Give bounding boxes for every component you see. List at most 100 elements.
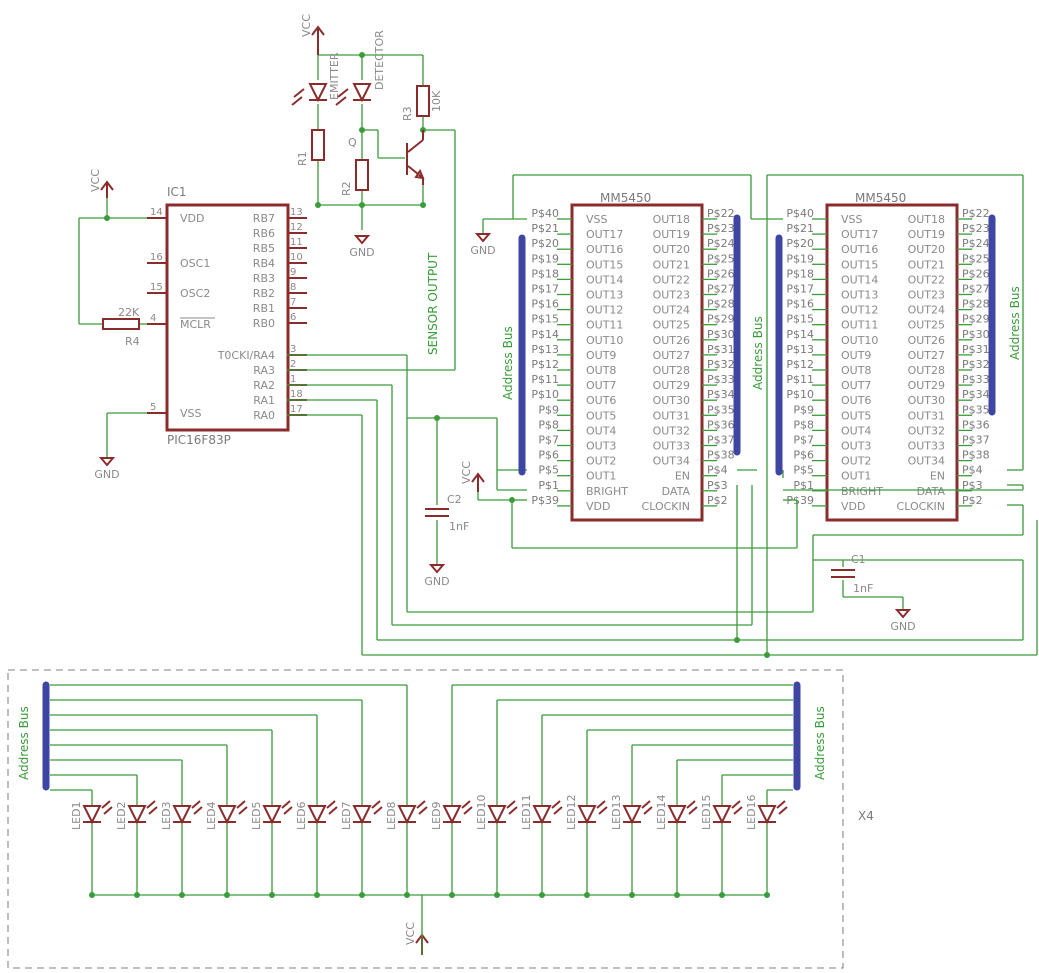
gnd-label: GND bbox=[424, 575, 449, 588]
mm5450-pad-label: P$6 bbox=[538, 449, 559, 462]
bus-label-d: Address Bus bbox=[17, 706, 31, 780]
led-icon bbox=[667, 800, 698, 825]
pic-chip: IC1 PIC16F83P VDD14OSC116OSC215MCLR4VSS5… bbox=[147, 185, 307, 447]
pic-pin-num: 16 bbox=[150, 252, 163, 263]
mm5450-pad-label: P$14 bbox=[531, 328, 559, 341]
mm5450-pad-label: P$39 bbox=[786, 494, 814, 507]
mm5450-pad-label: P$13 bbox=[531, 343, 559, 356]
led-icon bbox=[262, 800, 293, 825]
led-icon bbox=[577, 800, 608, 825]
mm5450-pin-name: OUT26 bbox=[908, 334, 945, 347]
mm5450-pin-name: OUT8 bbox=[841, 364, 871, 377]
mm5450-pin-name: OUT32 bbox=[653, 424, 690, 437]
mm5450-pin-name: OUT26 bbox=[653, 334, 690, 347]
mm5450-pad-label: P$24 bbox=[962, 237, 990, 250]
mm5450-pad-label: P$4 bbox=[962, 464, 983, 477]
pic-pin-name: RB7 bbox=[253, 212, 275, 225]
pic-pin-num: 13 bbox=[290, 207, 303, 218]
mm5450-pad-label: P$29 bbox=[707, 313, 735, 326]
mm5450-pad-label: P$11 bbox=[531, 373, 559, 386]
mm5450-pad-label: P$23 bbox=[962, 222, 990, 235]
mm5450-pin-name: OUT10 bbox=[841, 334, 878, 347]
pic-pin-num: 8 bbox=[290, 282, 296, 293]
mm5450-name: MM5450 bbox=[855, 191, 906, 205]
mm5450-pin-name: OUT19 bbox=[653, 228, 690, 241]
led-icon bbox=[127, 800, 158, 825]
signal-wiring bbox=[287, 354, 1038, 656]
detector-icon bbox=[335, 83, 372, 106]
mm5450-pad-label: P$10 bbox=[531, 388, 559, 401]
mm5450-pad-label: P$5 bbox=[538, 464, 559, 477]
mm5450-pad-label: P$21 bbox=[786, 222, 814, 235]
mm5450-pin-name: OUT24 bbox=[653, 304, 690, 317]
led-icon bbox=[172, 800, 203, 825]
mm5450-pad-label: P$7 bbox=[538, 434, 559, 447]
pic-pin-num: 1 bbox=[290, 374, 296, 385]
mm5450-pin-name: OUT13 bbox=[841, 289, 878, 302]
mm5450-pin-name: OUT25 bbox=[653, 319, 690, 332]
pic-pin-num: 18 bbox=[290, 389, 303, 400]
address-buses bbox=[42, 214, 996, 791]
mm5450-pin-name: OUT20 bbox=[653, 243, 690, 256]
bus-label-e: Address Bus bbox=[813, 706, 827, 780]
pic-pin-num: 15 bbox=[150, 282, 163, 293]
pic-pin-name: RB0 bbox=[253, 317, 275, 330]
vcc-label: VCC bbox=[89, 169, 102, 192]
mm5450-pin-name: OUT22 bbox=[653, 273, 690, 286]
pic-pin-name: VSS bbox=[180, 407, 202, 420]
vcc-label: VCC bbox=[404, 922, 417, 945]
mm5450-pad-label: P$5 bbox=[793, 464, 814, 477]
r4-ref: R4 bbox=[125, 335, 140, 348]
mm5450-pad-label: P$18 bbox=[531, 267, 559, 280]
mm5450-pin-name: VSS bbox=[586, 213, 608, 226]
mm5450-pad-label: P$16 bbox=[786, 298, 814, 311]
emitter-label: EMITTER bbox=[328, 52, 341, 100]
pic-value: PIC16F83P bbox=[167, 433, 231, 447]
led-label: LED4 bbox=[205, 801, 218, 830]
sensor-output-label: SENSOR OUTPUT bbox=[426, 252, 440, 355]
pic-pin-name: RB3 bbox=[253, 272, 275, 285]
led-label: LED3 bbox=[160, 801, 173, 830]
led-icon bbox=[712, 800, 743, 825]
mm5450-pin-name: OUT29 bbox=[908, 379, 945, 392]
transistor-icon bbox=[406, 130, 425, 185]
mm5450-pin-name: OUT7 bbox=[841, 379, 871, 392]
mm5450-name: MM5450 bbox=[600, 191, 651, 205]
led-label: LED14 bbox=[655, 794, 668, 830]
mm5450-pin-name: OUT13 bbox=[586, 289, 623, 302]
mm5450-pin-name: OUT15 bbox=[586, 258, 623, 271]
mm5450-pad-label: P$40 bbox=[786, 207, 814, 220]
mm5450-pin-name: OUT31 bbox=[653, 409, 690, 422]
mm5450-pad-label: P$30 bbox=[707, 328, 735, 341]
mm5450-pad-label: P$32 bbox=[962, 358, 990, 371]
led-label: LED12 bbox=[565, 794, 578, 830]
vcc-symbol: VCC bbox=[89, 169, 114, 198]
vcc-symbol: VCC bbox=[404, 922, 429, 955]
pic-pin-num: 6 bbox=[290, 312, 296, 323]
mm5450-pin-name: OUT2 bbox=[586, 455, 616, 468]
bus-label-b: Address Bus bbox=[751, 316, 765, 390]
pic-pin-name: RA0 bbox=[253, 409, 275, 422]
mm5450-pin-name: BRIGHT bbox=[841, 485, 883, 498]
gnd-label: GND bbox=[94, 468, 119, 481]
pic-pin-num: 3 bbox=[290, 344, 296, 355]
mm5450-pad-label: P$38 bbox=[707, 449, 735, 462]
led-label: LED15 bbox=[700, 794, 713, 830]
led-label: LED8 bbox=[385, 801, 398, 830]
mm5450-pin-name: OUT4 bbox=[841, 424, 871, 437]
mm5450-pin-name: VSS bbox=[841, 213, 863, 226]
mm5450-pin-name: OUT16 bbox=[586, 243, 623, 256]
mm5450-pin-name: OUT23 bbox=[908, 289, 945, 302]
bus-label-c: Address Bus bbox=[1008, 286, 1022, 360]
mm5450-pin-name: OUT14 bbox=[586, 273, 623, 286]
mm5450-pin-name: OUT22 bbox=[908, 273, 945, 286]
pic-pin-name: RB1 bbox=[253, 302, 275, 315]
mm5450-pin-name: OUT34 bbox=[653, 455, 690, 468]
mm5450-pad-label: P$18 bbox=[786, 267, 814, 280]
mm5450-pin-name: EN bbox=[675, 470, 690, 483]
vcc-symbol: VCC bbox=[460, 461, 485, 492]
pic-pin-name: VDD bbox=[180, 212, 204, 225]
c1-value: 1nF bbox=[853, 582, 873, 595]
pic-pin-name: OSC2 bbox=[180, 287, 210, 300]
mm5450-pin-name: OUT18 bbox=[908, 213, 945, 226]
